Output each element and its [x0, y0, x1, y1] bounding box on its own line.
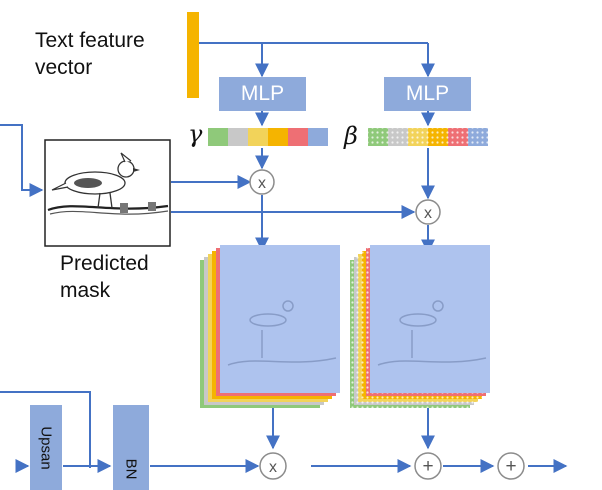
- upsample-label: Upsan: [37, 425, 55, 470]
- predicted-mask-image: [44, 139, 171, 247]
- bird-feature-icon: [227, 300, 337, 366]
- text-feature-vector-bar: [187, 12, 199, 98]
- batchnorm-label: BN: [122, 458, 140, 480]
- gamma-vector: [208, 128, 328, 146]
- multiply-symbol: x: [258, 175, 266, 192]
- beta-symbol: β: [344, 122, 358, 150]
- text-vector-connectors: [199, 42, 435, 78]
- multiply-symbol: x: [424, 205, 432, 222]
- multiply-node-beta: x: [415, 199, 441, 225]
- mlp-block-gamma: MLP: [219, 77, 306, 111]
- text-feature-vector-label: Text feature vector: [35, 29, 145, 79]
- beta-feature-stack: [350, 245, 490, 408]
- mlp-block-beta: MLP: [384, 77, 471, 111]
- add-symbol: +: [505, 456, 516, 477]
- add-node-1: +: [414, 452, 442, 480]
- beta-vector: [368, 128, 488, 146]
- multiply-node-gamma: x: [249, 169, 275, 195]
- upsample-block: Upsan: [30, 405, 62, 490]
- flow-arrows: [0, 110, 568, 473]
- predicted-mask-label: Predicted mask: [60, 252, 149, 302]
- bird-mask-icon: [47, 152, 169, 215]
- batchnorm-block: BN: [113, 405, 149, 490]
- bird-feature-icon-right: [377, 300, 487, 366]
- multiply-node-bottom: x: [259, 452, 287, 480]
- gamma-feature-stack: [200, 245, 340, 408]
- add-symbol: +: [422, 456, 433, 477]
- add-node-2: +: [497, 452, 525, 480]
- multiply-symbol: x: [269, 459, 277, 476]
- gamma-symbol: γ: [188, 120, 203, 148]
